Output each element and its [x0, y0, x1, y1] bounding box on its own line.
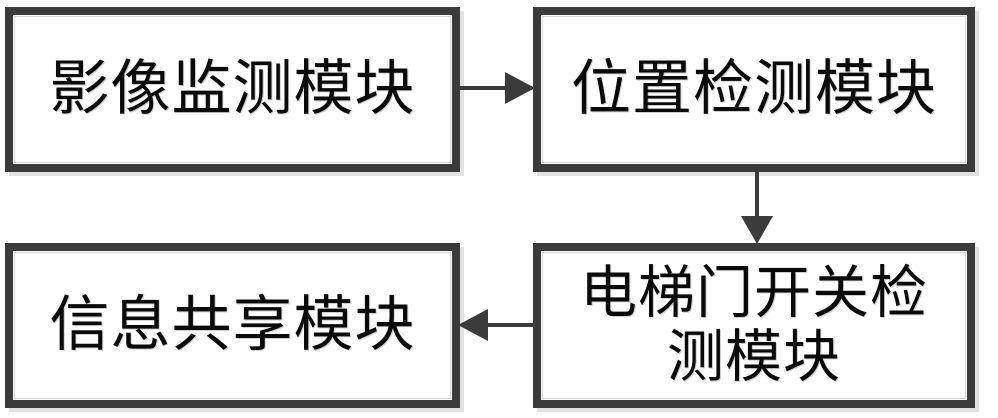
node-label: 位置检测模块	[571, 54, 937, 125]
node-image-monitoring[interactable]: 影像监测模块	[5, 7, 460, 172]
edge-image-to-position-line	[460, 86, 522, 90]
node-info-sharing[interactable]: 信息共享模块	[5, 243, 460, 408]
edge-doorswitch-to-sharing-line	[472, 323, 534, 327]
node-label: 影像监测模块	[49, 54, 416, 125]
node-label: 信息共享模块	[49, 290, 416, 361]
arrow-right-icon	[505, 72, 535, 104]
node-label: 电梯门开关检 测模块	[580, 259, 928, 390]
arrow-left-icon	[458, 309, 488, 341]
node-position-detection[interactable]: 位置检测模块	[533, 7, 975, 172]
arrow-down-icon	[741, 216, 773, 244]
edge-position-to-doorswitch-line	[755, 172, 759, 224]
node-door-switch-detection[interactable]: 电梯门开关检 测模块	[533, 243, 975, 408]
